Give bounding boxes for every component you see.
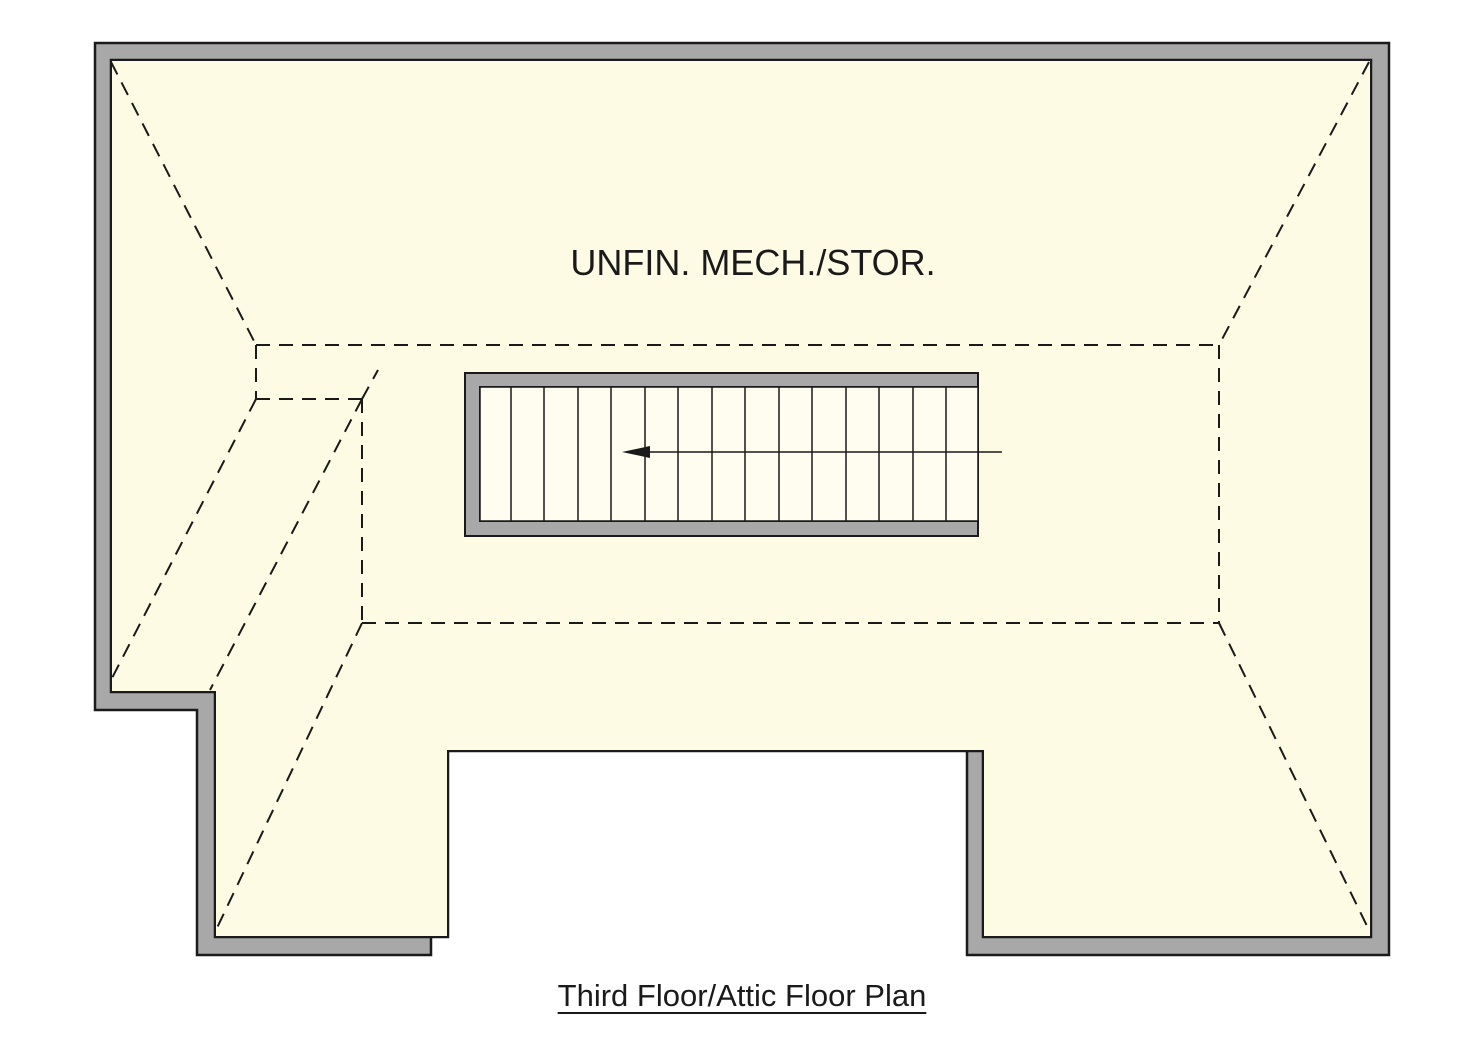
roof-slope-lines bbox=[110, 61, 1370, 931]
stair-direction-arrow-icon bbox=[622, 446, 1002, 458]
stair-run bbox=[479, 386, 979, 522]
stairwell bbox=[464, 372, 1002, 537]
room-label: UNFIN. MECH./STOR. bbox=[570, 242, 935, 283]
stair-treads bbox=[510, 387, 947, 521]
plan-title: Third Floor/Attic Floor Plan bbox=[0, 978, 1484, 1014]
plan-title-text: Third Floor/Attic Floor Plan bbox=[557, 978, 927, 1013]
